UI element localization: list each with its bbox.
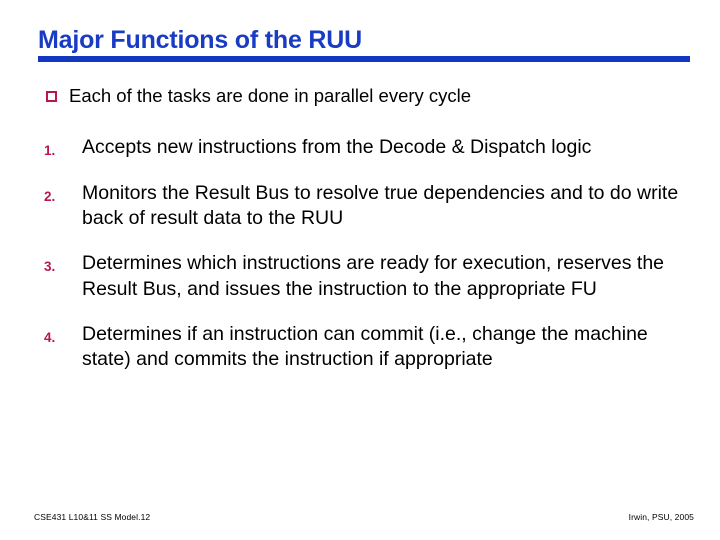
square-outline-bullet-icon: [46, 91, 57, 102]
list-item-text: Determines which instructions are ready …: [82, 252, 665, 300]
list-item: 2. Monitors the Result Bus to resolve tr…: [0, 181, 720, 232]
list-item-text: Monitors the Result Bus to resolve true …: [82, 181, 679, 229]
footer-attribution-label: Irwin, PSU, 2005: [628, 512, 694, 522]
list-item-number: 1.: [44, 143, 56, 159]
intro-bullet-text: Each of the tasks are done in parallel e…: [69, 85, 472, 106]
footer-course-label: CSE431 L10&11 SS Model.12: [34, 512, 151, 522]
slide-title: Major Functions of the RUU: [38, 26, 362, 54]
list-item: 3. Determines which instructions are rea…: [0, 251, 720, 302]
slide-body: Each of the tasks are done in parallel e…: [0, 84, 720, 393]
list-item-number: 2.: [44, 188, 56, 204]
numbered-function-list: 1. Accepts new instructions from the Dec…: [0, 135, 720, 372]
intro-bullet-item: Each of the tasks are done in parallel e…: [0, 84, 720, 107]
list-item: 1. Accepts new instructions from the Dec…: [0, 135, 720, 160]
slide-footer: CSE431 L10&11 SS Model.12 Irwin, PSU, 20…: [0, 512, 720, 526]
list-item-text: Accepts new instructions from the Decode…: [82, 136, 592, 159]
list-item-number: 3.: [44, 259, 56, 275]
list-item: 4. Determines if an instruction can comm…: [0, 322, 720, 373]
list-item-text: Determines if an instruction can commit …: [82, 323, 648, 371]
list-item-number: 4.: [44, 330, 56, 346]
slide-title-block: Major Functions of the RUU: [38, 28, 690, 62]
title-underline-rule: [38, 56, 690, 62]
